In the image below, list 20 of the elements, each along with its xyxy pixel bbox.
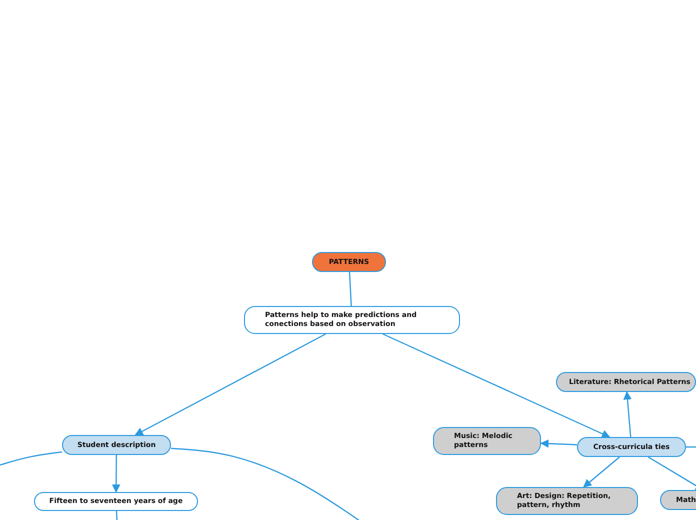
connector-line <box>382 333 610 438</box>
topic-box <box>577 437 686 457</box>
connector-line <box>112 455 120 493</box>
topic-box <box>496 487 638 515</box>
topic-box <box>433 427 541 455</box>
connector-line <box>116 510 118 520</box>
connector-line <box>0 451 62 466</box>
connector-line <box>170 448 360 520</box>
connector-line <box>583 456 620 488</box>
topic-box <box>34 492 198 511</box>
connector-line <box>623 391 632 438</box>
topic-box <box>62 435 171 455</box>
connector-line <box>540 439 578 448</box>
connector-line <box>686 446 696 448</box>
connector-line <box>648 456 696 491</box>
root-topic-box <box>312 252 386 272</box>
topic-box <box>556 372 696 392</box>
connector-line <box>348 272 352 306</box>
connector-line <box>134 333 326 436</box>
topic-box <box>244 306 460 334</box>
